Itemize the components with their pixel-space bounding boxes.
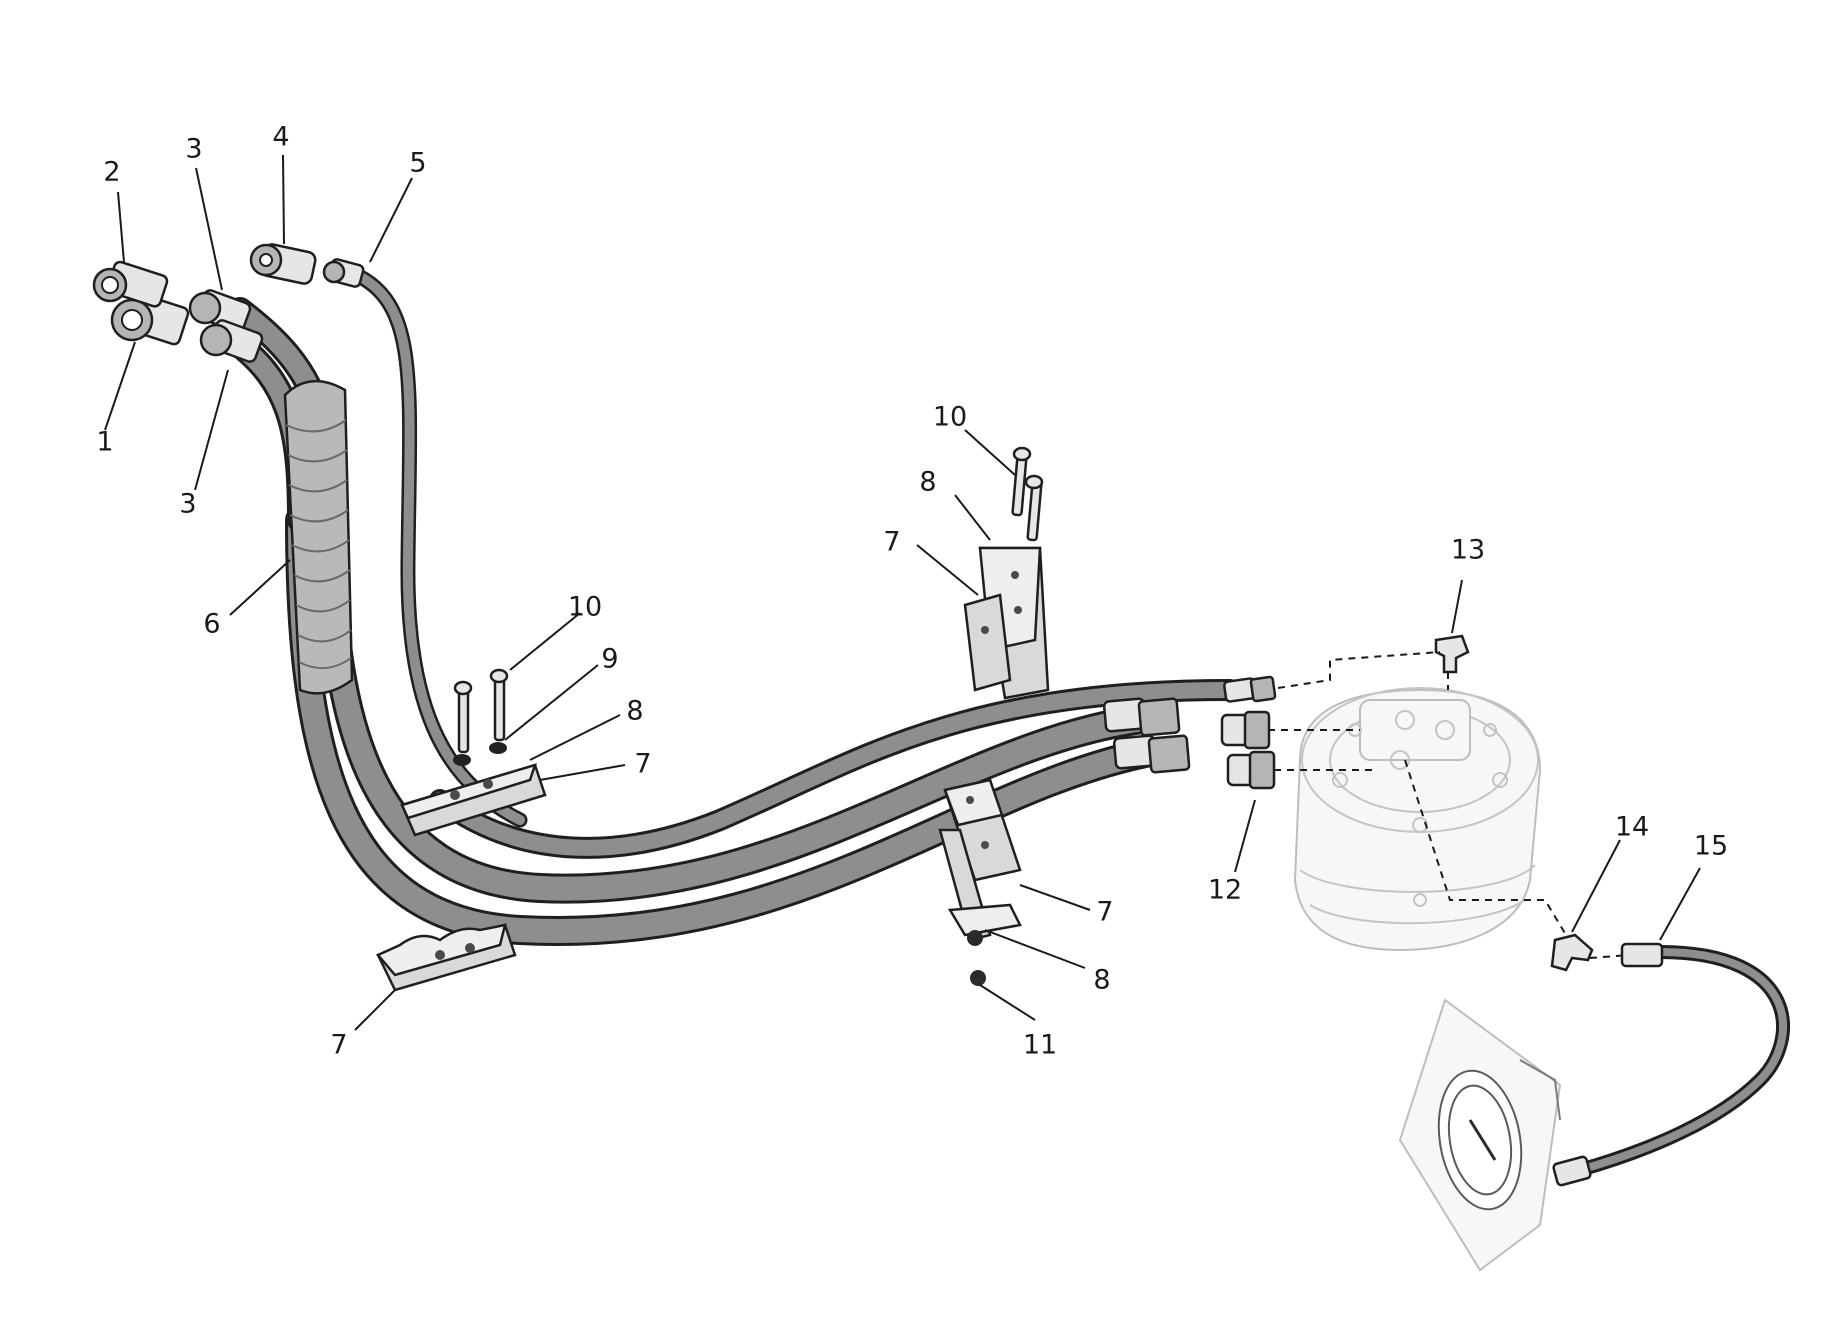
callout-1: 1 xyxy=(96,427,113,458)
callout-7-lower-right: 7 xyxy=(1096,897,1113,928)
clamp-block-lower-left xyxy=(375,923,517,992)
callout-2: 2 xyxy=(103,157,120,188)
callout-13: 13 xyxy=(1451,535,1485,566)
connection-lines xyxy=(1268,651,1631,959)
callout-10-center: 10 xyxy=(568,592,602,623)
hose-end-fitting-3b xyxy=(199,319,264,363)
callout-8-upper-right: 8 xyxy=(919,467,936,498)
clamp-block-center-left xyxy=(400,668,547,837)
callout-7-lower-left: 7 xyxy=(330,1030,347,1061)
callout-8-lower-right: 8 xyxy=(1093,965,1110,996)
callout-labels: 1 2 3 3 4 5 6 7 7 7 7 8 8 8 9 10 10 11 1… xyxy=(96,122,1728,1061)
callout-leaders xyxy=(104,154,1701,1031)
clamp-block-upper-right xyxy=(963,446,1050,700)
callout-15: 15 xyxy=(1694,831,1728,862)
hose-assembly xyxy=(217,264,1241,946)
callout-8-center: 8 xyxy=(626,696,643,727)
callout-7-upper-right: 7 xyxy=(883,527,900,558)
callout-9: 9 xyxy=(601,644,618,675)
hose-fittings-right xyxy=(1102,675,1277,774)
quick-coupler-1 xyxy=(110,292,190,346)
elbow-fitting-13 xyxy=(1434,634,1470,674)
callout-4: 4 xyxy=(272,122,289,153)
callout-7-center: 7 xyxy=(634,749,651,780)
callout-12: 12 xyxy=(1208,875,1242,906)
callout-6: 6 xyxy=(203,609,220,640)
callout-14: 14 xyxy=(1615,812,1649,843)
fitting-5 xyxy=(322,258,365,288)
spiral-sleeve xyxy=(283,379,354,695)
gauge-hose-15 xyxy=(1552,942,1790,1187)
adapter-fittings-12 xyxy=(1220,710,1276,790)
callout-5: 5 xyxy=(409,148,426,179)
cap-4 xyxy=(249,243,317,285)
pressure-gauge-panel xyxy=(1398,998,1562,1272)
callout-3-upper: 3 xyxy=(185,134,202,165)
clamp-block-lower-right xyxy=(938,778,1022,986)
hydraulic-motor xyxy=(1293,687,1542,952)
elbow-fitting-14 xyxy=(1550,933,1594,972)
callout-3-lower: 3 xyxy=(179,489,196,520)
callout-11: 11 xyxy=(1023,1030,1057,1061)
quick-coupler-2 xyxy=(92,260,169,308)
callout-10-upper-right: 10 xyxy=(933,402,967,433)
